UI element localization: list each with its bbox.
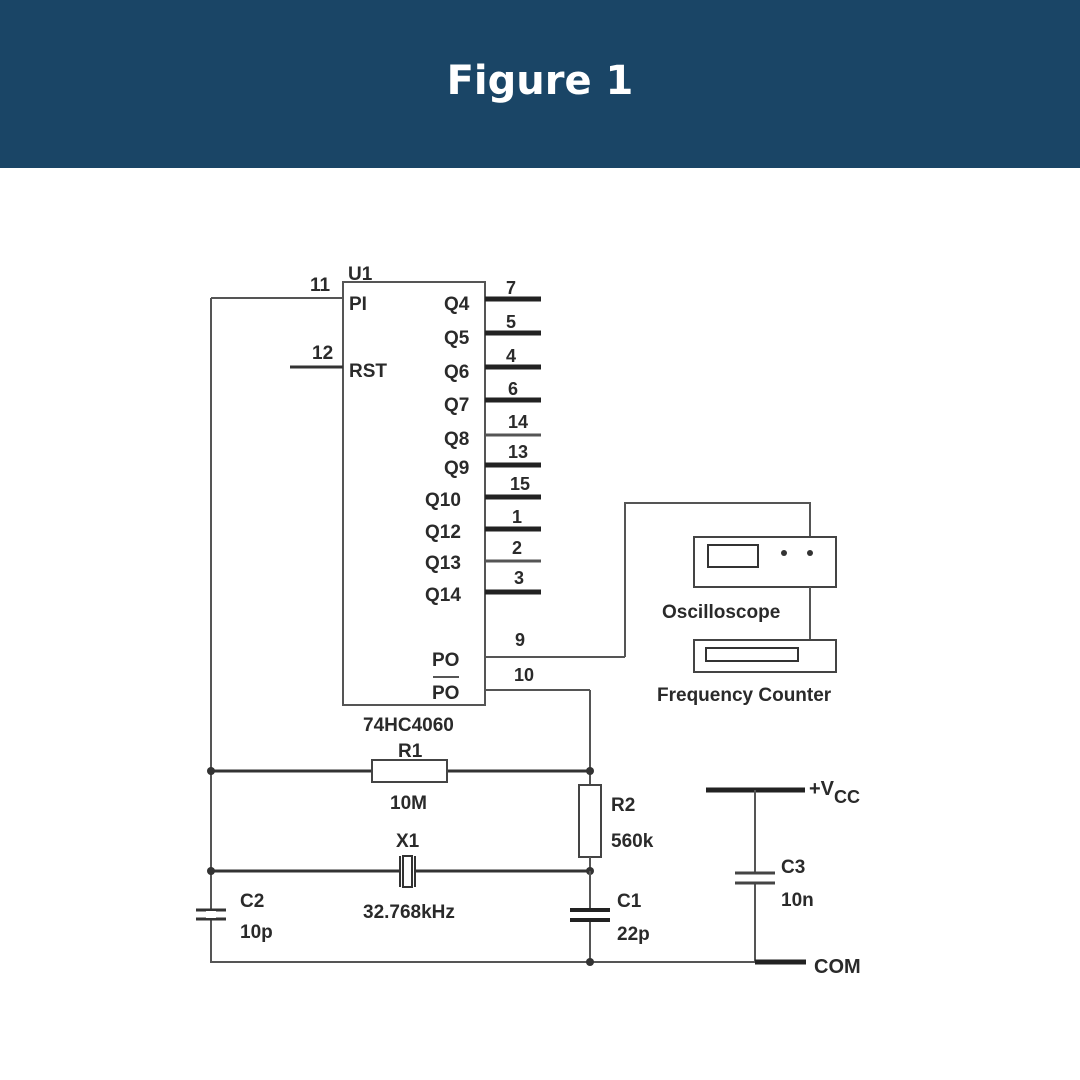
output-pin-name: Q12 bbox=[425, 522, 461, 543]
oscilloscope: Oscilloscope bbox=[662, 536, 837, 623]
oscilloscope-knob bbox=[781, 550, 787, 556]
oscilloscope-label: Oscilloscope bbox=[662, 602, 780, 623]
c1-ref: C1 bbox=[617, 891, 642, 912]
frequency-counter-display bbox=[705, 647, 799, 662]
c2-gap bbox=[206, 911, 216, 918]
c3-ref: C3 bbox=[781, 857, 805, 878]
c2-value: 10p bbox=[240, 922, 273, 943]
junction-dot bbox=[207, 767, 215, 775]
output-pin-name: Q8 bbox=[444, 429, 469, 450]
output-pin-number: 3 bbox=[514, 568, 524, 588]
c2-ref: C2 bbox=[240, 891, 264, 912]
output-pin-number: 4 bbox=[506, 346, 516, 366]
c1-capacitor bbox=[570, 908, 610, 922]
c3-gap bbox=[749, 874, 761, 882]
oscilloscope-knob bbox=[807, 550, 813, 556]
pi-pin-name: PI bbox=[349, 294, 367, 315]
output-pin-number: 14 bbox=[508, 412, 528, 432]
output-pin-name: Q4 bbox=[444, 294, 470, 315]
r2-value: 560k bbox=[611, 831, 654, 852]
c1-gap bbox=[584, 911, 596, 919]
output-pins: Q4 7 Q5 5 Q6 4 Q7 6 Q8 14 Q9 13 Q10 15 Q… bbox=[425, 278, 541, 606]
circuit-diagram: U1 74HC4060 11 PI 12 RST Q4 7 Q5 5 Q6 4 … bbox=[196, 264, 861, 978]
frequency-counter-label: Frequency Counter bbox=[657, 685, 832, 706]
output-pin-number: 13 bbox=[508, 442, 528, 462]
output-pin-name: Q13 bbox=[425, 553, 461, 574]
r2-resistor bbox=[578, 784, 602, 858]
chip-ref: U1 bbox=[348, 264, 373, 285]
output-pin-name: Q7 bbox=[444, 395, 469, 416]
junction-dot bbox=[207, 867, 215, 875]
figure-header: Figure 1 bbox=[0, 0, 1080, 168]
output-pin-number: 7 bbox=[506, 278, 516, 298]
crystal-x1 bbox=[399, 855, 416, 888]
c3-capacitor bbox=[735, 871, 775, 885]
output-pin-number: 6 bbox=[508, 379, 518, 399]
x1-ref: X1 bbox=[396, 831, 420, 852]
vcc-subscript: CC bbox=[834, 787, 860, 807]
r1-resistor bbox=[371, 759, 448, 783]
output-pin-name: Q10 bbox=[425, 490, 461, 511]
output-pin-number: 5 bbox=[506, 312, 516, 332]
po-pin-name: PO bbox=[432, 650, 459, 671]
c2-capacitor bbox=[196, 908, 226, 921]
output-pin-name: Q5 bbox=[444, 328, 470, 349]
r1-value: 10M bbox=[390, 793, 427, 814]
chip-body bbox=[342, 281, 486, 706]
chip-part: 74HC4060 bbox=[363, 715, 454, 736]
output-pin-number: 15 bbox=[510, 474, 530, 494]
r1-ref: R1 bbox=[398, 741, 423, 762]
com-label: COM bbox=[814, 956, 861, 978]
output-pin-number: 2 bbox=[512, 538, 522, 558]
output-pin-name: Q9 bbox=[444, 458, 469, 479]
junction-dot bbox=[586, 958, 594, 966]
output-pin-name: Q6 bbox=[444, 362, 469, 383]
r2-ref: R2 bbox=[611, 795, 635, 816]
junction-dot bbox=[586, 767, 594, 775]
c1-value: 22p bbox=[617, 924, 650, 945]
po-pin-number: 9 bbox=[515, 630, 525, 650]
pi-pin-number: 11 bbox=[310, 275, 331, 296]
po-bar-pin-number: 10 bbox=[514, 665, 534, 685]
output-pin-number: 1 bbox=[512, 507, 522, 527]
probe-wire bbox=[624, 502, 811, 657]
rst-pin-name: RST bbox=[349, 361, 387, 382]
x1-value: 32.768kHz bbox=[363, 902, 455, 923]
c3-value: 10n bbox=[781, 890, 814, 911]
left-rail-wire bbox=[210, 298, 755, 963]
output-pin-name: Q14 bbox=[425, 585, 461, 606]
frequency-counter: Frequency Counter bbox=[657, 639, 837, 706]
crystal-body bbox=[402, 855, 413, 888]
po-bar-pin-name: PO bbox=[432, 683, 459, 704]
vcc-label: +VCC bbox=[809, 778, 860, 807]
figure-title: Figure 1 bbox=[446, 58, 634, 104]
rst-pin-number: 12 bbox=[312, 343, 333, 364]
oscilloscope-screen bbox=[707, 544, 759, 568]
